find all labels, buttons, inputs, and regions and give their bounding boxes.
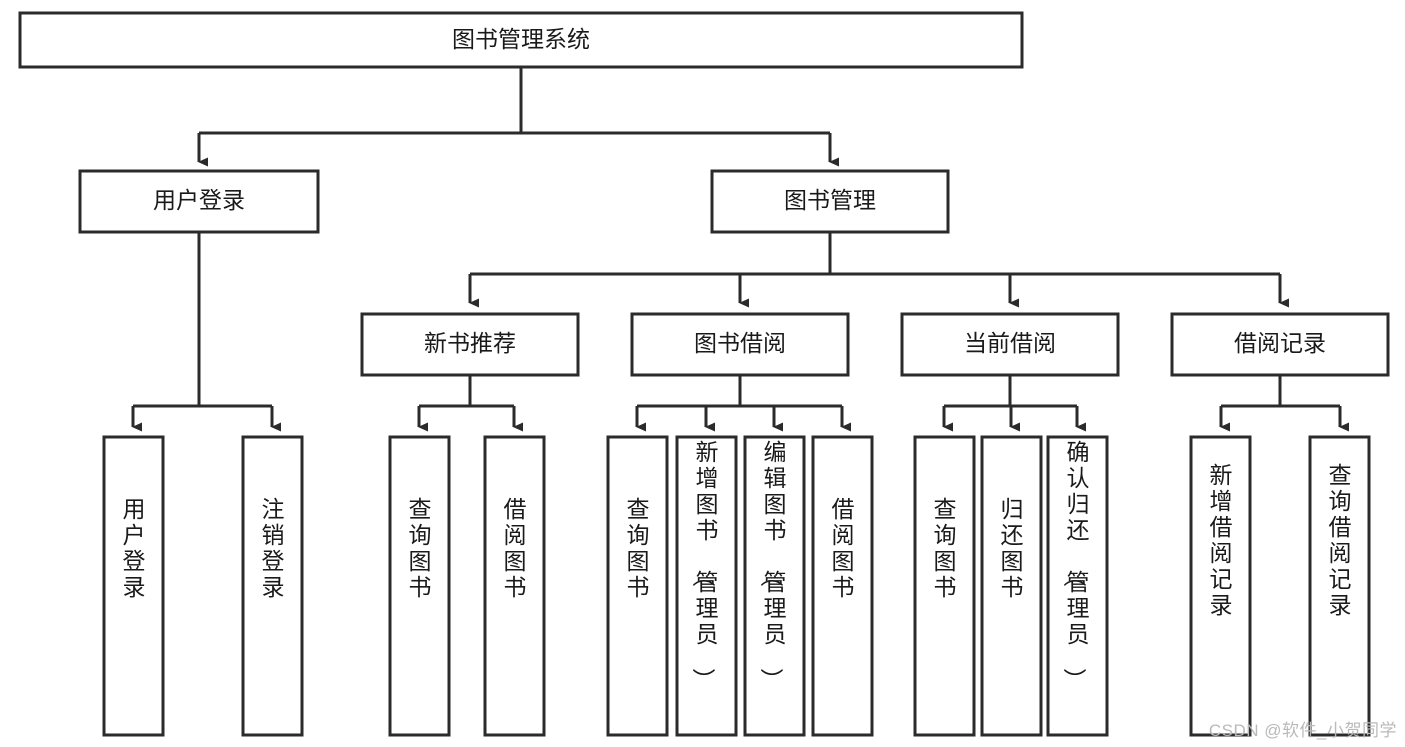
node-leaf-edit-book-label: 编辑图书（管理员） (759, 439, 787, 691)
node-root-label: 图书管理系统 (452, 26, 590, 52)
node-book-borrow[interactable]: 图书借阅 (630, 312, 850, 377)
node-leaf-return-book[interactable]: 归还图书 (980, 435, 1043, 737)
csdn-watermark: CSDN @软件_小贺同学 (1208, 721, 1397, 740)
node-book-manage-box[interactable] (710, 169, 950, 234)
node-new-book-rec[interactable]: 新书推荐 (360, 312, 580, 377)
node-leaf-add-record-label: 新增借阅记录 (1210, 462, 1233, 618)
node-leaf-edit-book[interactable]: 编辑图书（管理员） (743, 435, 806, 737)
node-leaf-borrow-book-1-label: 借阅图书 (504, 496, 527, 600)
node-leaf-user-login[interactable]: 用户登录 (102, 435, 165, 737)
node-leaf-query-book-2[interactable]: 查询图书 (606, 435, 669, 737)
node-borrow-record[interactable]: 借阅记录 (1170, 312, 1390, 377)
node-leaf-query-book-1-box[interactable] (388, 435, 451, 737)
node-leaf-edit-book-box[interactable] (743, 435, 806, 737)
node-leaf-query-book-3-box[interactable] (913, 435, 976, 737)
node-leaf-query-record[interactable]: 查询借阅记录 (1308, 435, 1371, 737)
node-leaf-confirm-return[interactable]: 确认归还（管理员） (1046, 435, 1109, 737)
node-leaf-user-login-label: 用户登录 (123, 496, 146, 600)
node-leaf-confirm-return-box[interactable] (1046, 435, 1109, 737)
node-leaf-query-book-2-box[interactable] (606, 435, 669, 737)
node-book-borrow-box[interactable] (630, 312, 850, 377)
node-leaf-add-book-label: 新增图书（管理员） (691, 439, 719, 691)
node-leaf-user-logout-box[interactable] (241, 435, 304, 737)
node-root[interactable]: 图书管理系统 (18, 11, 1024, 69)
node-leaf-query-record-label: 查询借阅记录 (1329, 462, 1352, 618)
node-leaf-query-record-box[interactable] (1308, 435, 1371, 737)
node-current-borrow[interactable]: 当前借阅 (900, 312, 1120, 377)
node-leaf-borrow-book-2-label: 借阅图书 (832, 496, 855, 600)
node-leaf-query-book-1[interactable]: 查询图书 (388, 435, 451, 737)
node-leaf-confirm-return-label: 确认归还（管理员） (1062, 439, 1090, 691)
node-user-login-box[interactable] (78, 169, 320, 234)
node-leaf-user-login-box[interactable] (102, 435, 165, 737)
node-leaf-add-book[interactable]: 新增图书（管理员） (675, 435, 738, 737)
node-borrow-record-box[interactable] (1170, 312, 1390, 377)
node-leaf-add-record[interactable]: 新增借阅记录 (1189, 435, 1252, 737)
node-leaf-add-book-box[interactable] (675, 435, 738, 737)
node-user-login-label: 用户登录 (153, 187, 245, 213)
node-leaf-borrow-book-2-box[interactable] (811, 435, 874, 737)
node-book-manage-label: 图书管理 (784, 187, 876, 213)
node-leaf-user-logout-label: 注销登录 (262, 496, 285, 600)
node-current-borrow-box[interactable] (900, 312, 1120, 377)
connectors (131, 67, 1349, 432)
node-leaf-return-book-label: 归还图书 (1001, 496, 1024, 600)
node-leaf-add-record-box[interactable] (1189, 435, 1252, 737)
node-leaf-user-logout[interactable]: 注销登录 (241, 435, 304, 737)
node-current-borrow-label: 当前借阅 (964, 330, 1056, 356)
node-book-borrow-label: 图书借阅 (694, 330, 786, 356)
node-leaf-query-book-1-label: 查询图书 (409, 496, 432, 600)
node-leaf-query-book-3[interactable]: 查询图书 (913, 435, 976, 737)
node-user-login[interactable]: 用户登录 (78, 169, 320, 234)
node-new-book-rec-label: 新书推荐 (424, 330, 516, 356)
node-leaf-query-book-3-label: 查询图书 (934, 496, 957, 600)
node-leaf-query-book-2-label: 查询图书 (627, 496, 650, 600)
node-new-book-rec-box[interactable] (360, 312, 580, 377)
node-borrow-record-label: 借阅记录 (1234, 330, 1326, 356)
node-leaf-borrow-book-1-box[interactable] (483, 435, 546, 737)
node-book-manage[interactable]: 图书管理 (710, 169, 950, 234)
node-root-box[interactable] (18, 11, 1024, 69)
node-leaf-borrow-book-2[interactable]: 借阅图书 (811, 435, 874, 737)
node-leaf-return-book-box[interactable] (980, 435, 1043, 737)
node-leaf-borrow-book-1[interactable]: 借阅图书 (483, 435, 546, 737)
